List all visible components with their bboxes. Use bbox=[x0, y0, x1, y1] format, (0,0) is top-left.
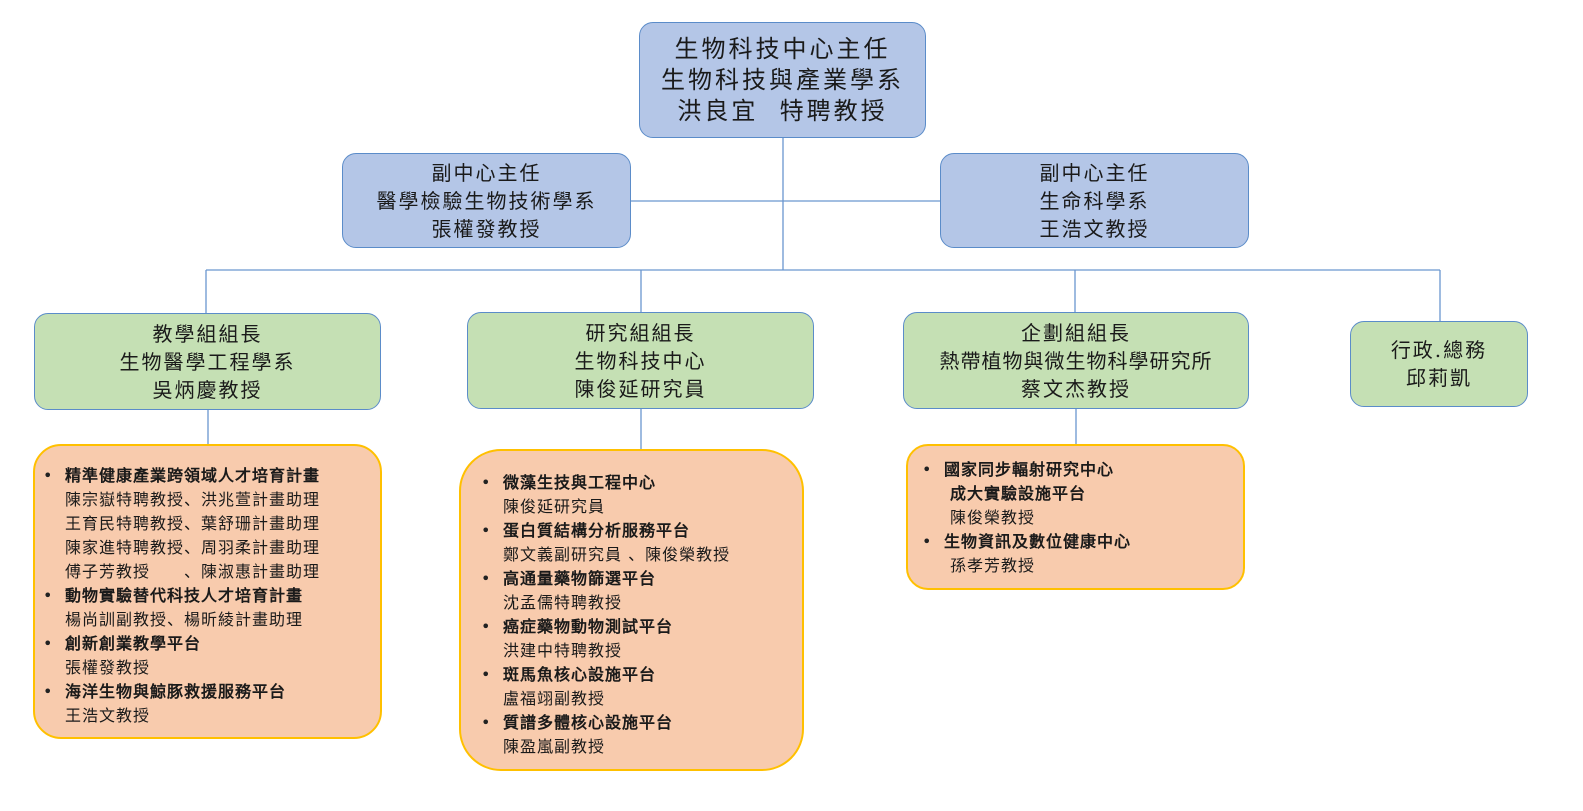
planning-line-1: 企劃組組長 bbox=[1021, 320, 1131, 345]
teaching-line-2: 生物醫學工程學系 bbox=[119, 349, 296, 374]
director-box: 生物科技中心主任 生物科技與產業學系 洪良宜 特聘教授 bbox=[639, 22, 926, 138]
deputy-left-line-3: 張權發教授 bbox=[431, 216, 542, 241]
research-item-4-title: 癌症藥物動物測試平台 bbox=[503, 617, 674, 636]
teaching-item-1-person-2: 王育民特聘教授、葉舒珊計畫助理 bbox=[65, 514, 321, 533]
list-item: 蛋白質結構分析服務平台 鄭文義副研究員 、陳俊榮教授 bbox=[473, 519, 730, 567]
teaching-item-2-title: 動物實驗替代科技人才培育計畫 bbox=[65, 586, 304, 605]
research-item-5-person-1: 盧福翊副教授 bbox=[503, 689, 606, 708]
teaching-item-3-person-1: 張權發教授 bbox=[65, 658, 151, 677]
teaching-item-3-title: 創新創業教學平台 bbox=[65, 634, 202, 653]
list-item: 海洋生物與鯨豚救援服務平台 王浩文教授 bbox=[35, 680, 320, 728]
list-item: 高通量藥物篩選平台 沈孟儒特聘教授 bbox=[473, 567, 730, 615]
list-item: 國家同步輻射研究中心 成大實驗設施平台 陳俊榮教授 bbox=[914, 458, 1131, 530]
research-item-6-title: 質譜多體核心設施平台 bbox=[503, 713, 674, 732]
admin-line-1: 行政.總務 bbox=[1390, 338, 1488, 362]
director-line-3: 洪良宜 特聘教授 bbox=[677, 96, 888, 125]
planning-item-1-title-2: 成大實驗設施平台 bbox=[950, 484, 1087, 503]
teaching-list-box: 精準健康產業跨領域人才培育計畫 陳宗嶽特聘教授、洪兆萱計畫助理 王育民特聘教授、… bbox=[33, 444, 382, 739]
planning-list-box: 國家同步輻射研究中心 成大實驗設施平台 陳俊榮教授 生物資訊及數位健康中心 孫孝… bbox=[906, 444, 1245, 590]
teaching-item-2-person-1: 楊尚訓副教授、楊昕綾計畫助理 bbox=[65, 610, 304, 629]
teaching-line-1: 教學組組長 bbox=[152, 321, 263, 346]
research-line-2: 生物科技中心 bbox=[574, 348, 707, 373]
deputy-box-right: 副中心主任 生命科學系 王浩文教授 bbox=[940, 153, 1249, 248]
list-item: 精準健康產業跨領域人才培育計畫 陳宗嶽特聘教授、洪兆萱計畫助理 王育民特聘教授、… bbox=[35, 464, 320, 584]
teaching-item-4-person-1: 王浩文教授 bbox=[65, 706, 151, 725]
list-item: 微藻生技與工程中心 陳俊延研究員 bbox=[473, 471, 730, 519]
research-item-3-title: 高通量藥物篩選平台 bbox=[503, 569, 657, 588]
deputy-box-left: 副中心主任 醫學檢驗生物技術學系 張權發教授 bbox=[342, 153, 631, 248]
research-list-box: 微藻生技與工程中心 陳俊延研究員 蛋白質結構分析服務平台 鄭文義副研究員 、陳俊… bbox=[459, 449, 804, 771]
research-item-1-title: 微藻生技與工程中心 bbox=[503, 473, 657, 492]
planning-line-3: 蔡文杰教授 bbox=[1021, 376, 1131, 401]
director-line-1: 生物科技中心主任 bbox=[674, 34, 891, 63]
research-item-2-title: 蛋白質結構分析服務平台 bbox=[503, 521, 691, 540]
list-item: 生物資訊及數位健康中心 孫孝芳教授 bbox=[914, 530, 1131, 578]
research-item-6-person-1: 陳盈嵐副教授 bbox=[503, 737, 606, 756]
deputy-right-line-3: 王浩文教授 bbox=[1039, 216, 1150, 241]
deputy-left-line-1: 副中心主任 bbox=[431, 160, 542, 185]
deputy-right-line-1: 副中心主任 bbox=[1039, 160, 1150, 185]
research-item-5-title: 斑馬魚核心設施平台 bbox=[503, 665, 657, 684]
list-item: 動物實驗替代科技人才培育計畫 楊尚訓副教授、楊昕綾計畫助理 bbox=[35, 584, 320, 632]
deputy-right-line-2: 生命科學系 bbox=[1039, 188, 1150, 213]
teaching-item-1-title: 精準健康產業跨領域人才培育計畫 bbox=[65, 466, 321, 485]
planning-item-1-person-1: 陳俊榮教授 bbox=[950, 508, 1036, 527]
research-line-3: 陳俊延研究員 bbox=[574, 376, 707, 401]
admin-line-2: 邱莉凱 bbox=[1406, 366, 1472, 390]
research-item-1-person-1: 陳俊延研究員 bbox=[503, 497, 606, 516]
list-item: 創新創業教學平台 張權發教授 bbox=[35, 632, 320, 680]
team-box-planning: 企劃組組長 熱帶植物與微生物科學研究所 蔡文杰教授 bbox=[903, 312, 1249, 409]
teaching-item-4-title: 海洋生物與鯨豚救援服務平台 bbox=[65, 682, 287, 701]
team-box-research: 研究組組長 生物科技中心 陳俊延研究員 bbox=[467, 312, 814, 409]
research-item-3-person-1: 沈孟儒特聘教授 bbox=[503, 593, 623, 612]
team-box-teaching: 教學組組長 生物醫學工程學系 吳炳慶教授 bbox=[34, 313, 381, 410]
research-line-1: 研究組組長 bbox=[585, 320, 696, 345]
teaching-item-1-person-1: 陳宗嶽特聘教授、洪兆萱計畫助理 bbox=[65, 490, 321, 509]
research-item-4-person-1: 洪建中特聘教授 bbox=[503, 641, 623, 660]
planning-item-2-person-1: 孫孝芳教授 bbox=[950, 556, 1036, 575]
list-item: 質譜多體核心設施平台 陳盈嵐副教授 bbox=[473, 711, 730, 759]
deputy-left-line-2: 醫學檢驗生物技術學系 bbox=[376, 188, 597, 213]
planning-item-2-title: 生物資訊及數位健康中心 bbox=[944, 532, 1132, 551]
team-box-admin: 行政.總務 邱莉凱 bbox=[1350, 321, 1528, 407]
planning-item-1-title: 國家同步輻射研究中心 bbox=[944, 460, 1115, 479]
teaching-item-1-person-4: 傅子芳教授 、陳淑惠計畫助理 bbox=[65, 562, 321, 581]
director-line-2: 生物科技與產業學系 bbox=[661, 65, 904, 94]
teaching-item-1-person-3: 陳家進特聘教授、周羽柔計畫助理 bbox=[65, 538, 321, 557]
teaching-line-3: 吳炳慶教授 bbox=[152, 377, 263, 402]
research-item-2-person-1: 鄭文義副研究員 、陳俊榮教授 bbox=[503, 545, 731, 564]
planning-line-2: 熱帶植物與微生物科學研究所 bbox=[939, 348, 1213, 373]
list-item: 斑馬魚核心設施平台 盧福翊副教授 bbox=[473, 663, 730, 711]
list-item: 癌症藥物動物測試平台 洪建中特聘教授 bbox=[473, 615, 730, 663]
